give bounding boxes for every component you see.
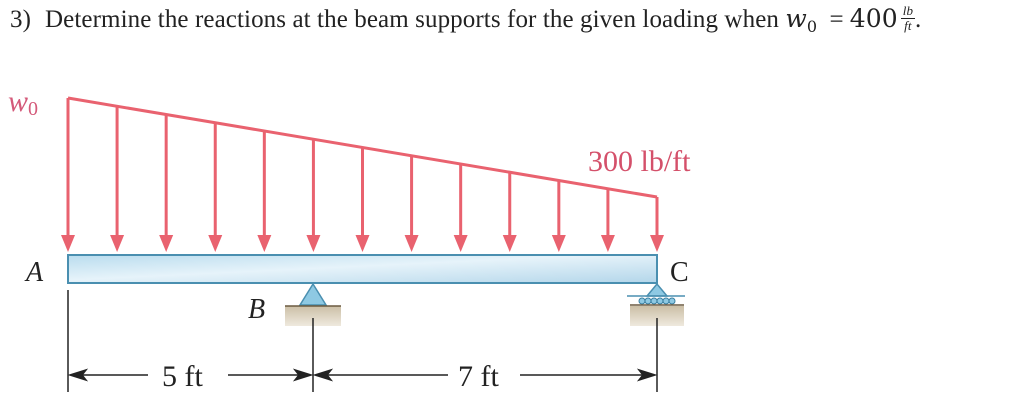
load-arrowhead-icon (551, 235, 566, 252)
problem-statement: 3) Determine the reactions at the beam su… (10, 2, 922, 36)
load-arrowhead-icon (600, 235, 615, 252)
load-arrowhead-icon (61, 235, 75, 252)
load-arrowhead-icon (404, 235, 419, 252)
beam (67, 254, 658, 284)
pin-support-b (285, 282, 341, 326)
w0-label: w0 (8, 85, 38, 120)
equals-sign: = (829, 6, 844, 33)
point-c-label: C (670, 257, 689, 288)
load-variable: w0 (785, 4, 818, 36)
load-arrowhead-icon (306, 235, 321, 252)
load-arrowhead-icon (355, 235, 370, 252)
load-arrowhead-icon (257, 235, 272, 252)
point-a-label: A (24, 257, 44, 288)
distributed-load (61, 96, 664, 252)
end-load-label: 300 lb/ft (588, 145, 691, 178)
problem-text: Determine the reactions at the beam supp… (45, 6, 779, 33)
load-arrowhead-icon (208, 235, 223, 252)
load-value: 400 (849, 4, 898, 33)
dimension-lines (67, 290, 658, 392)
roller-support-c (627, 282, 685, 326)
load-arrowhead-icon (453, 235, 468, 252)
load-arrowhead-icon (502, 235, 517, 252)
dimension-ab-label: 5 ft (162, 360, 203, 393)
point-b-label: B (248, 294, 265, 325)
dimension-bc-label: 7 ft (458, 360, 499, 393)
problem-number: 3) (10, 6, 32, 33)
load-arrowhead-icon (650, 235, 664, 252)
load-arrowhead-icon (110, 235, 125, 252)
load-arrowhead-icon (159, 235, 174, 252)
